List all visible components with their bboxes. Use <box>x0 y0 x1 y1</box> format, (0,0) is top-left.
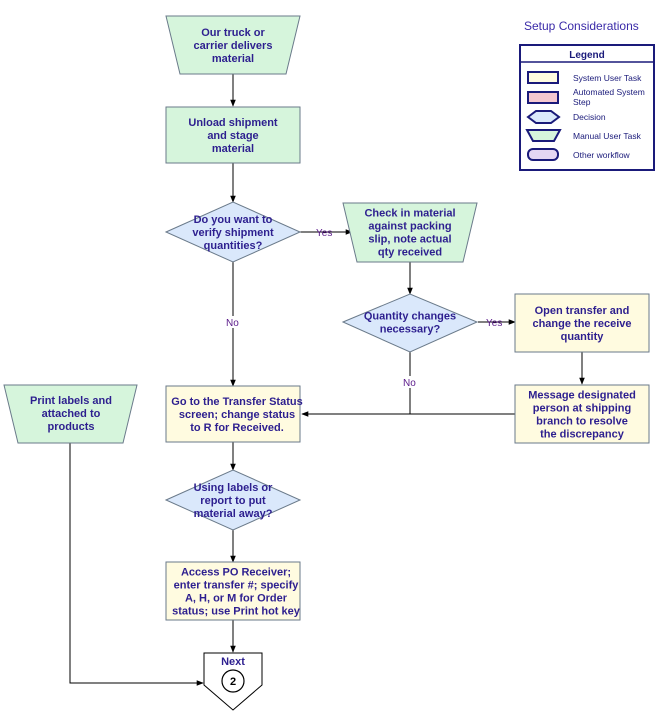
node-line: Message designated <box>528 390 636 402</box>
legend-item-automated-l2: Step <box>573 97 591 107</box>
next-page-circle <box>221 669 245 693</box>
node-line: quantities? <box>204 240 263 252</box>
node-line: Access PO Receiver; <box>181 567 291 579</box>
manual-task-truck-delivers <box>165 15 301 75</box>
system-task-transfer-status <box>165 385 301 443</box>
node-line: products <box>47 421 94 433</box>
node-line: Quantity changes <box>364 311 456 323</box>
node-line: against packing <box>368 221 451 233</box>
decision-qty-changes <box>341 293 479 353</box>
node-line: change the receive <box>532 318 631 330</box>
node-line: status; use Print hot key <box>172 606 301 618</box>
edge-label-yes-qty: Yes <box>486 318 502 329</box>
manual-task-check-material <box>342 202 478 263</box>
node-line: attached to <box>42 408 101 420</box>
legend-item-decision: Decision <box>573 112 606 122</box>
next-label: Next <box>221 656 245 668</box>
legend-item-manual-task: Manual User Task <box>573 131 642 141</box>
legend: Legend System User Task Automated System… <box>519 44 655 171</box>
node-line: material <box>212 143 254 155</box>
node-line: to R for Received. <box>190 422 284 434</box>
legend-title: Legend <box>569 50 605 61</box>
decision-verify-quantities <box>164 201 302 263</box>
node-line: Unload shipment <box>188 117 278 129</box>
node-line: Using labels or <box>194 482 274 494</box>
manual-task-print-labels <box>3 384 138 444</box>
node-line: Do you want to <box>194 214 273 226</box>
legend-automated-step-icon <box>527 91 559 104</box>
node-line: Go to the Transfer Status <box>171 396 302 408</box>
edge-print-to-next <box>69 443 204 686</box>
node-line: Open transfer and <box>535 305 630 317</box>
system-task-access-po <box>165 561 301 621</box>
node-line: Our truck or <box>201 27 265 39</box>
edge-label-no-qty: No <box>403 378 416 389</box>
node-text-access-po: Access PO Receiver;enter transfer #; spe… <box>172 567 301 618</box>
node-line: verify shipment <box>192 227 274 239</box>
node-line: Check in material <box>364 208 455 220</box>
node-line: material <box>212 53 254 65</box>
node-line: Print labels and <box>30 395 112 407</box>
node-line: screen; change status <box>179 409 295 421</box>
node-line: branch to resolve <box>536 416 628 428</box>
edge-qty-no <box>302 352 411 415</box>
node-line: carrier delivers <box>194 40 273 52</box>
edge-label-no-verify: No <box>226 318 239 329</box>
legend-other-workflow-icon <box>527 148 559 161</box>
node-line: material away? <box>194 508 273 520</box>
legend-item-other-workflow: Other workflow <box>573 150 631 160</box>
decision-using-labels <box>164 469 302 531</box>
edge-label-bg-no-qty <box>401 376 419 388</box>
node-line: A, H, or M for Order <box>185 593 288 605</box>
page-title: Setup Considerations <box>524 19 639 33</box>
legend-manual-task-icon <box>525 129 562 142</box>
node-line: enter transfer #; specify <box>174 580 300 592</box>
next-page-number: 2 <box>230 676 236 688</box>
node-line: report to put <box>200 495 266 507</box>
system-task-open-transfer <box>514 293 650 353</box>
legend-item-automated-l1: Automated System <box>573 87 645 97</box>
node-line: the discrepancy <box>540 429 625 441</box>
node-line: quantity <box>561 331 605 343</box>
node-line: necessary? <box>380 324 441 336</box>
system-task-message-person <box>514 384 650 444</box>
legend-item-system-task: System User Task <box>573 73 642 83</box>
edge-label-yes-verify: Yes <box>316 228 332 239</box>
legend-decision-icon <box>526 110 561 124</box>
node-line: person at shipping <box>533 403 631 415</box>
connectors <box>69 74 585 686</box>
system-task-unload <box>165 106 301 164</box>
node-line: and stage <box>207 130 258 142</box>
edge-label-bg-no-verify <box>224 316 242 328</box>
node-line: slip, note actual <box>368 234 451 246</box>
legend-system-task-icon <box>527 71 559 84</box>
node-line: qty received <box>378 247 442 259</box>
